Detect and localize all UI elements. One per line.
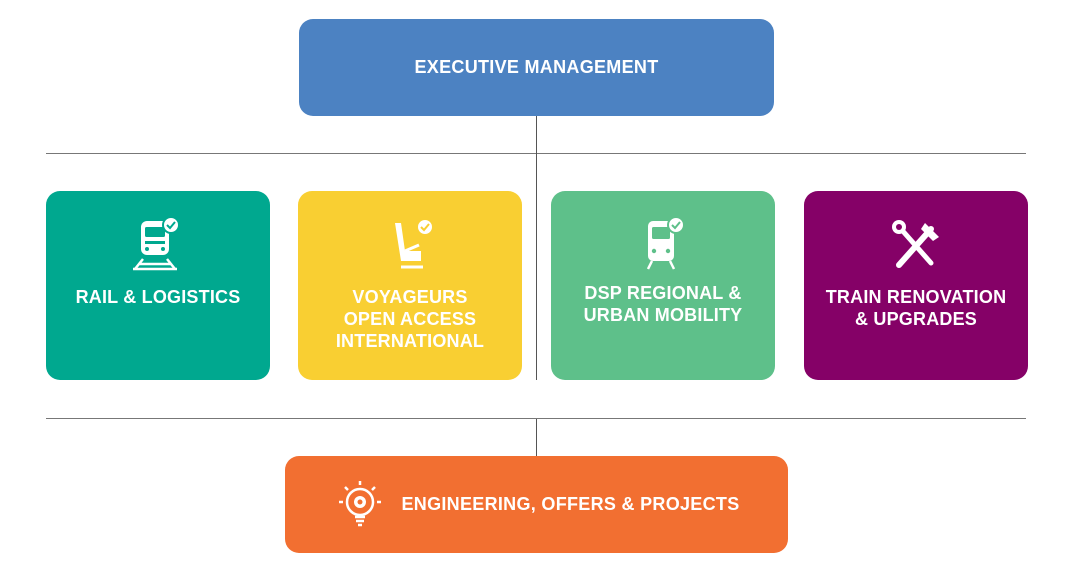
- engineering-label: ENGINEERING, OFFERS & PROJECTS: [401, 494, 740, 514]
- unit-rail-logistics: RAIL & LOGISTICS: [46, 191, 270, 380]
- unit-voyageurs-label-line: INTERNATIONAL: [335, 331, 485, 351]
- unit-rail-logistics-label: RAIL & LOGISTICS: [75, 287, 241, 307]
- unit-dsp-regional: DSP REGIONAL & URBAN MOBILITY: [551, 191, 775, 380]
- tram-check-icon: [632, 215, 694, 275]
- tools-icon: [885, 215, 947, 275]
- executive-management-box: EXECUTIVE MANAGEMENT: [299, 19, 774, 116]
- bottom-divider-line: [46, 418, 1026, 419]
- unit-train-renovation-label: TRAIN RENOVATION & UPGRADES: [826, 286, 1007, 330]
- lightbulb-gear-icon: [333, 478, 387, 532]
- unit-train-renovation-label-line: & UPGRADES: [854, 309, 977, 329]
- unit-voyageurs-label-line: VOYAGEURS: [352, 287, 468, 307]
- freight-train-check-icon: [127, 215, 189, 275]
- passenger-seat-check-icon: [379, 215, 441, 275]
- unit-dsp-regional-label: DSP REGIONAL & URBAN MOBILITY: [584, 282, 743, 326]
- connector-divider-to-engineering: [536, 419, 537, 456]
- connector-exec-to-divider: [536, 116, 537, 154]
- unit-voyageurs: VOYAGEURS OPEN ACCESS INTERNATIONAL: [298, 191, 522, 380]
- unit-voyageurs-label-line: OPEN ACCESS: [343, 309, 477, 329]
- unit-train-renovation-label-line: TRAIN RENOVATION: [825, 287, 1007, 307]
- unit-train-renovation: TRAIN RENOVATION & UPGRADES: [804, 191, 1028, 380]
- engineering-box: ENGINEERING, OFFERS & PROJECTS: [285, 456, 788, 553]
- executive-management-label: EXECUTIVE MANAGEMENT: [414, 57, 659, 77]
- unit-voyageurs-label: VOYAGEURS OPEN ACCESS INTERNATIONAL: [336, 286, 484, 352]
- unit-dsp-regional-label-line: URBAN MOBILITY: [583, 305, 743, 325]
- unit-dsp-regional-label-line: DSP REGIONAL &: [584, 283, 742, 303]
- connector-center-divider: [536, 154, 537, 380]
